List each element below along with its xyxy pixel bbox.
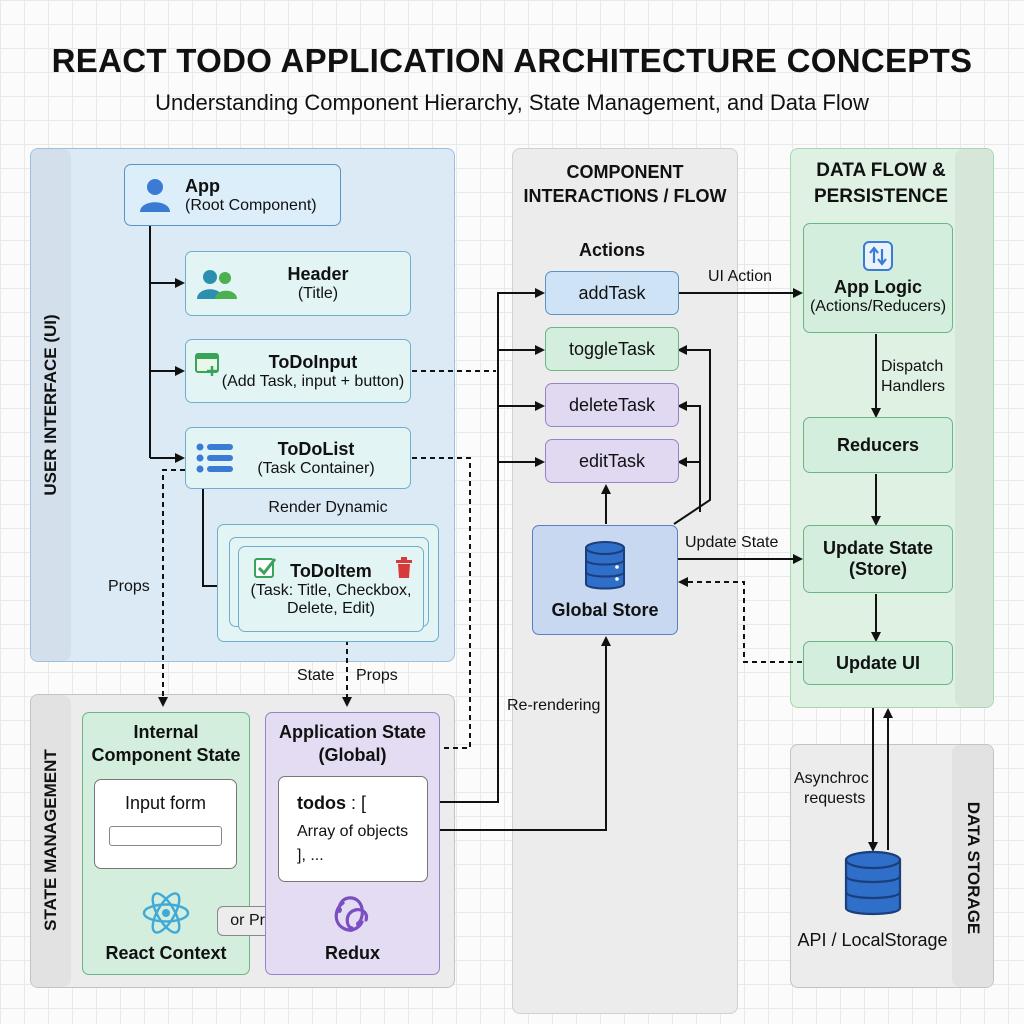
todos-card	[278, 776, 428, 882]
dispatch-label-line2: Handlers	[881, 378, 946, 395]
update-state-line2: (Store)	[849, 559, 907, 579]
async-label-line1: Asynchroc	[794, 770, 869, 787]
redux-to-addtask-arrow	[430, 288, 545, 803]
array-of-objects-label: Array of objects	[297, 823, 409, 840]
action-toggletask[interactable]: toggleTask	[545, 327, 679, 371]
action-deletetask-label: deleteTask	[568, 394, 656, 415]
app-state-title-line1: Application State	[278, 722, 426, 742]
header-name: Header	[287, 264, 349, 284]
data-storage-stripe	[952, 745, 993, 987]
flow-title-line1: COMPONENT	[566, 162, 684, 182]
todo-list-box[interactable]: ToDoList (Task Container)	[185, 427, 411, 489]
props-left-dashed-arrow	[158, 469, 185, 707]
todo-list-name: ToDoList	[277, 438, 355, 459]
rerendering-arrow	[430, 636, 611, 831]
list-icon	[196, 442, 234, 474]
react-atom-icon	[141, 890, 191, 936]
app-logic-label: App Logic	[834, 276, 922, 297]
todos-line: todos : [	[297, 793, 366, 814]
global-store-label: Global Store	[551, 599, 659, 620]
redux-icon	[329, 892, 375, 936]
header-box[interactable]: Header (Title)	[185, 251, 411, 316]
data-flow-title-line2: PERSISTENCE	[813, 186, 949, 207]
list-to-app-state-dashed	[412, 457, 471, 749]
ui-panel-stripe	[31, 149, 71, 661]
input-form-field[interactable]	[109, 826, 222, 846]
header-desc: (Title)	[297, 285, 339, 302]
todos-closing: ], ...	[297, 847, 324, 864]
ui-action-label: UI Action	[708, 268, 773, 285]
flow-title-line2: INTERACTIONS / FLOW	[523, 186, 727, 206]
props-mid-label: Props	[356, 667, 398, 684]
action-edittask[interactable]: editTask	[545, 439, 679, 483]
todos-key: todos	[297, 793, 346, 813]
update-ui-to-store-dashed	[678, 577, 802, 663]
todo-input-name: ToDoInput	[268, 351, 358, 372]
async-label-line2: requests	[804, 790, 866, 807]
data-flow-stripe	[955, 149, 993, 707]
actions-title: Actions	[578, 240, 645, 260]
page-title: REACT TODO APPLICATION ARCHITECTURE CONC…	[51, 42, 973, 79]
internal-state-title-line2: Component State	[91, 745, 241, 765]
dispatch-label-line1: Dispatch	[881, 358, 944, 375]
todo-input-desc: (Add Task, input + button)	[221, 372, 405, 390]
app-logic-box[interactable]: App Logic (Actions/Reducers)	[803, 223, 953, 333]
action-deletetask[interactable]: deleteTask	[545, 383, 679, 427]
page-subtitle: Understanding Component Hierarchy, State…	[155, 90, 869, 115]
sync-arrows-icon	[863, 240, 893, 271]
internal-state-title-line1: Internal	[133, 722, 199, 742]
todo-item-desc-line1: (Task: Title, Checkbox,	[250, 581, 412, 599]
global-store-box[interactable]: Global Store	[532, 525, 678, 635]
database-icon	[583, 540, 627, 592]
user-icon	[125, 177, 185, 213]
input-form-label: Input form	[124, 793, 207, 813]
action-addtask[interactable]: addTask	[545, 271, 679, 315]
checkbox-icon	[253, 555, 277, 579]
redux-label: Redux	[324, 943, 380, 963]
update-ui-box[interactable]: Update UI	[803, 641, 953, 685]
state-label: State	[297, 667, 335, 684]
input-form-card	[94, 779, 237, 869]
action-toggletask-label: toggleTask	[568, 338, 656, 359]
update-state-line1: Update State	[822, 538, 934, 558]
render-dynamic-label: Render Dynamic	[268, 499, 388, 516]
react-context-label: React Context	[105, 943, 227, 963]
todo-item-name: ToDoItem	[290, 560, 372, 581]
app-state-title-line2: (Global)	[318, 745, 387, 765]
add-window-icon	[194, 352, 222, 378]
update-state-box[interactable]: Update State (Store)	[803, 525, 953, 593]
app-logic-desc: (Actions/Reducers)	[809, 297, 947, 315]
trash-icon[interactable]	[395, 557, 413, 579]
action-addtask-label: addTask	[578, 282, 646, 303]
state-panel-stripe	[31, 695, 71, 987]
todo-input-box[interactable]: ToDoInput (Add Task, input + button)	[185, 339, 411, 403]
action-edittask-label: editTask	[578, 450, 646, 471]
props-left-label: Props	[108, 578, 150, 596]
api-localstorage-label: API / LocalStorage	[797, 930, 948, 950]
storage-database-icon	[843, 850, 903, 918]
store-to-delete-arrow	[677, 401, 701, 512]
users-icon	[196, 266, 238, 302]
app-box[interactable]: App (Root Component)	[124, 164, 341, 226]
app-desc: (Root Component)	[185, 196, 317, 214]
todo-list-desc: (Task Container)	[257, 459, 375, 477]
data-flow-title-line1: DATA FLOW &	[816, 160, 946, 181]
update-ui-label: Update UI	[835, 652, 920, 673]
reducers-label: Reducers	[836, 434, 920, 455]
update-state-link-label: Update State	[685, 534, 779, 551]
todo-item-desc-line2: Delete, Edit)	[286, 599, 376, 617]
todo-item-box[interactable]: ToDoItem (Task: Title, Checkbox, Delete,…	[238, 546, 424, 632]
store-to-toggle-arrow	[673, 345, 711, 525]
app-name: App	[185, 175, 220, 196]
re-rendering-label: Re-rendering	[507, 697, 601, 714]
reducers-box[interactable]: Reducers	[803, 417, 953, 473]
todos-rest: : [	[351, 793, 367, 813]
